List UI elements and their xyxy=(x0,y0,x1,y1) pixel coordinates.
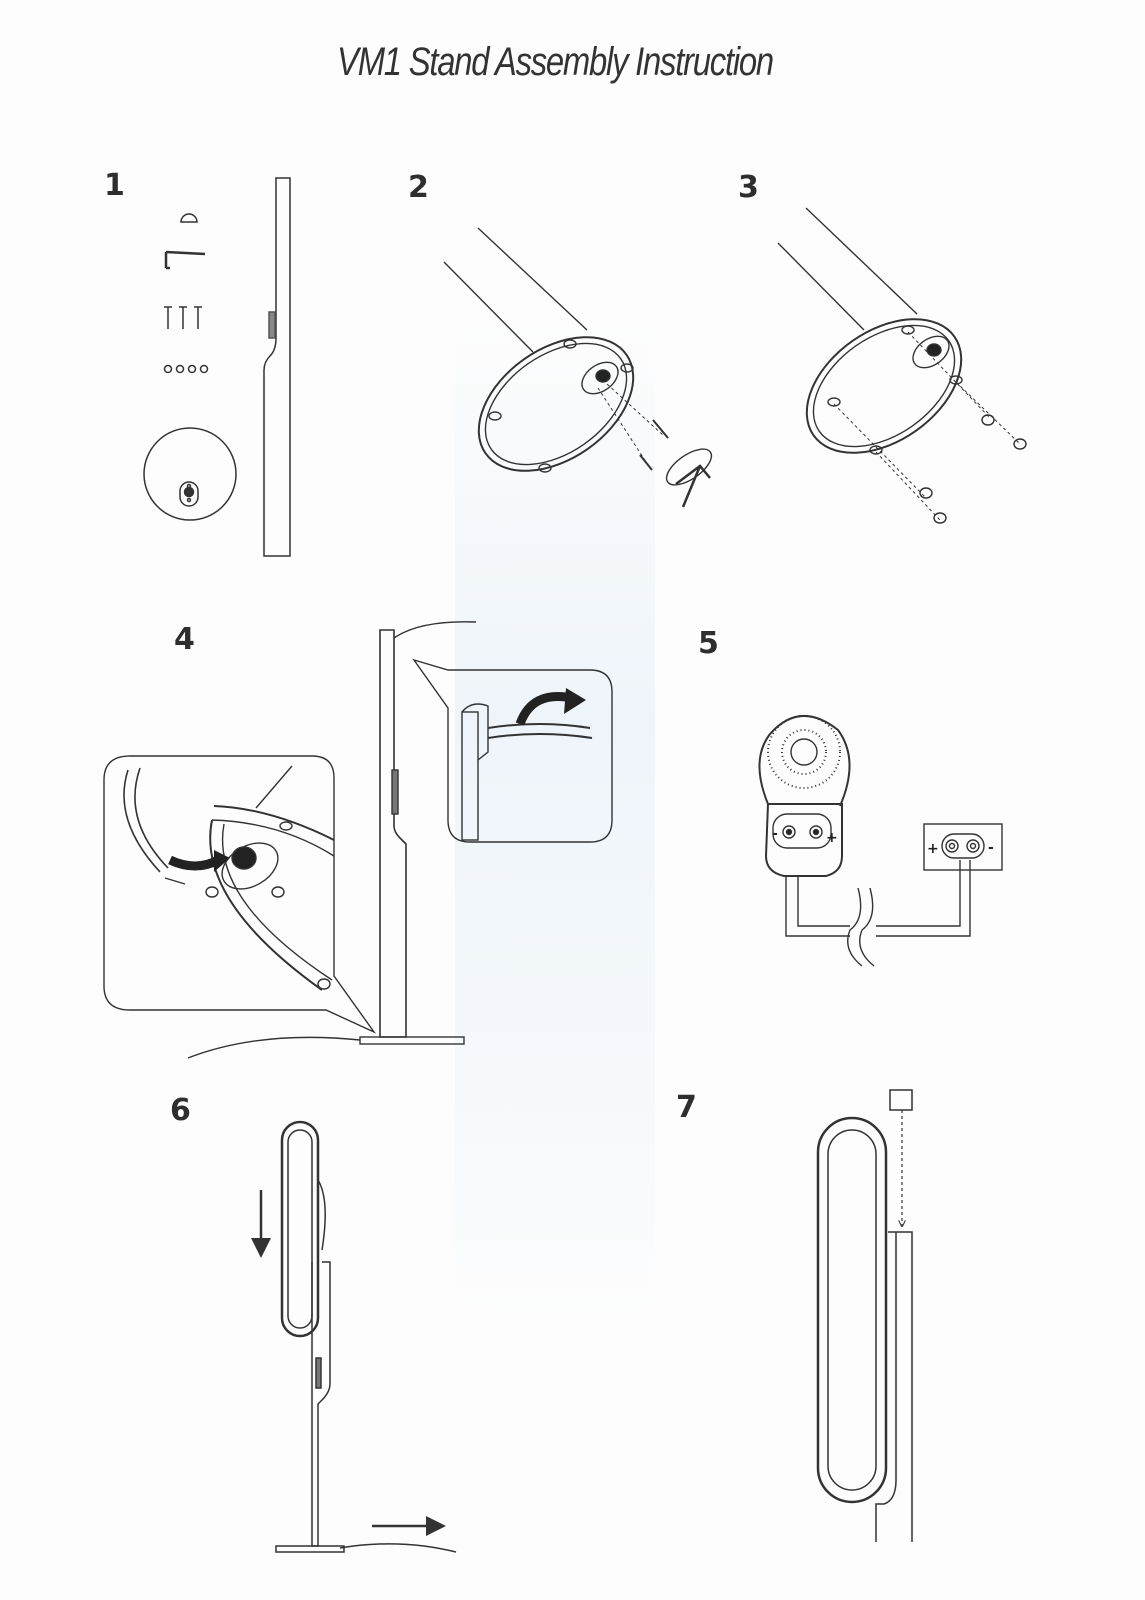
speaker-negative-sign: - xyxy=(772,826,778,842)
screws xyxy=(164,307,202,329)
base-disc xyxy=(144,428,236,520)
cap-part xyxy=(181,214,197,222)
step-3-feet xyxy=(778,208,1026,523)
amp-positive-sign: + xyxy=(927,841,939,857)
step-7-attach-cap xyxy=(818,1090,912,1542)
step-4-cable-routing xyxy=(104,622,612,1058)
rubber-feet xyxy=(165,366,208,373)
speaker-positive-sign: + xyxy=(826,830,838,846)
step-2-base-screws xyxy=(444,228,717,507)
stand-pole xyxy=(264,178,290,556)
step-1-parts xyxy=(144,178,290,556)
step-5-wiring: - + + - xyxy=(759,716,1002,966)
allen-key xyxy=(166,252,205,268)
amp-negative-sign: - xyxy=(988,840,994,856)
step-6-mount-speaker xyxy=(261,1122,456,1552)
